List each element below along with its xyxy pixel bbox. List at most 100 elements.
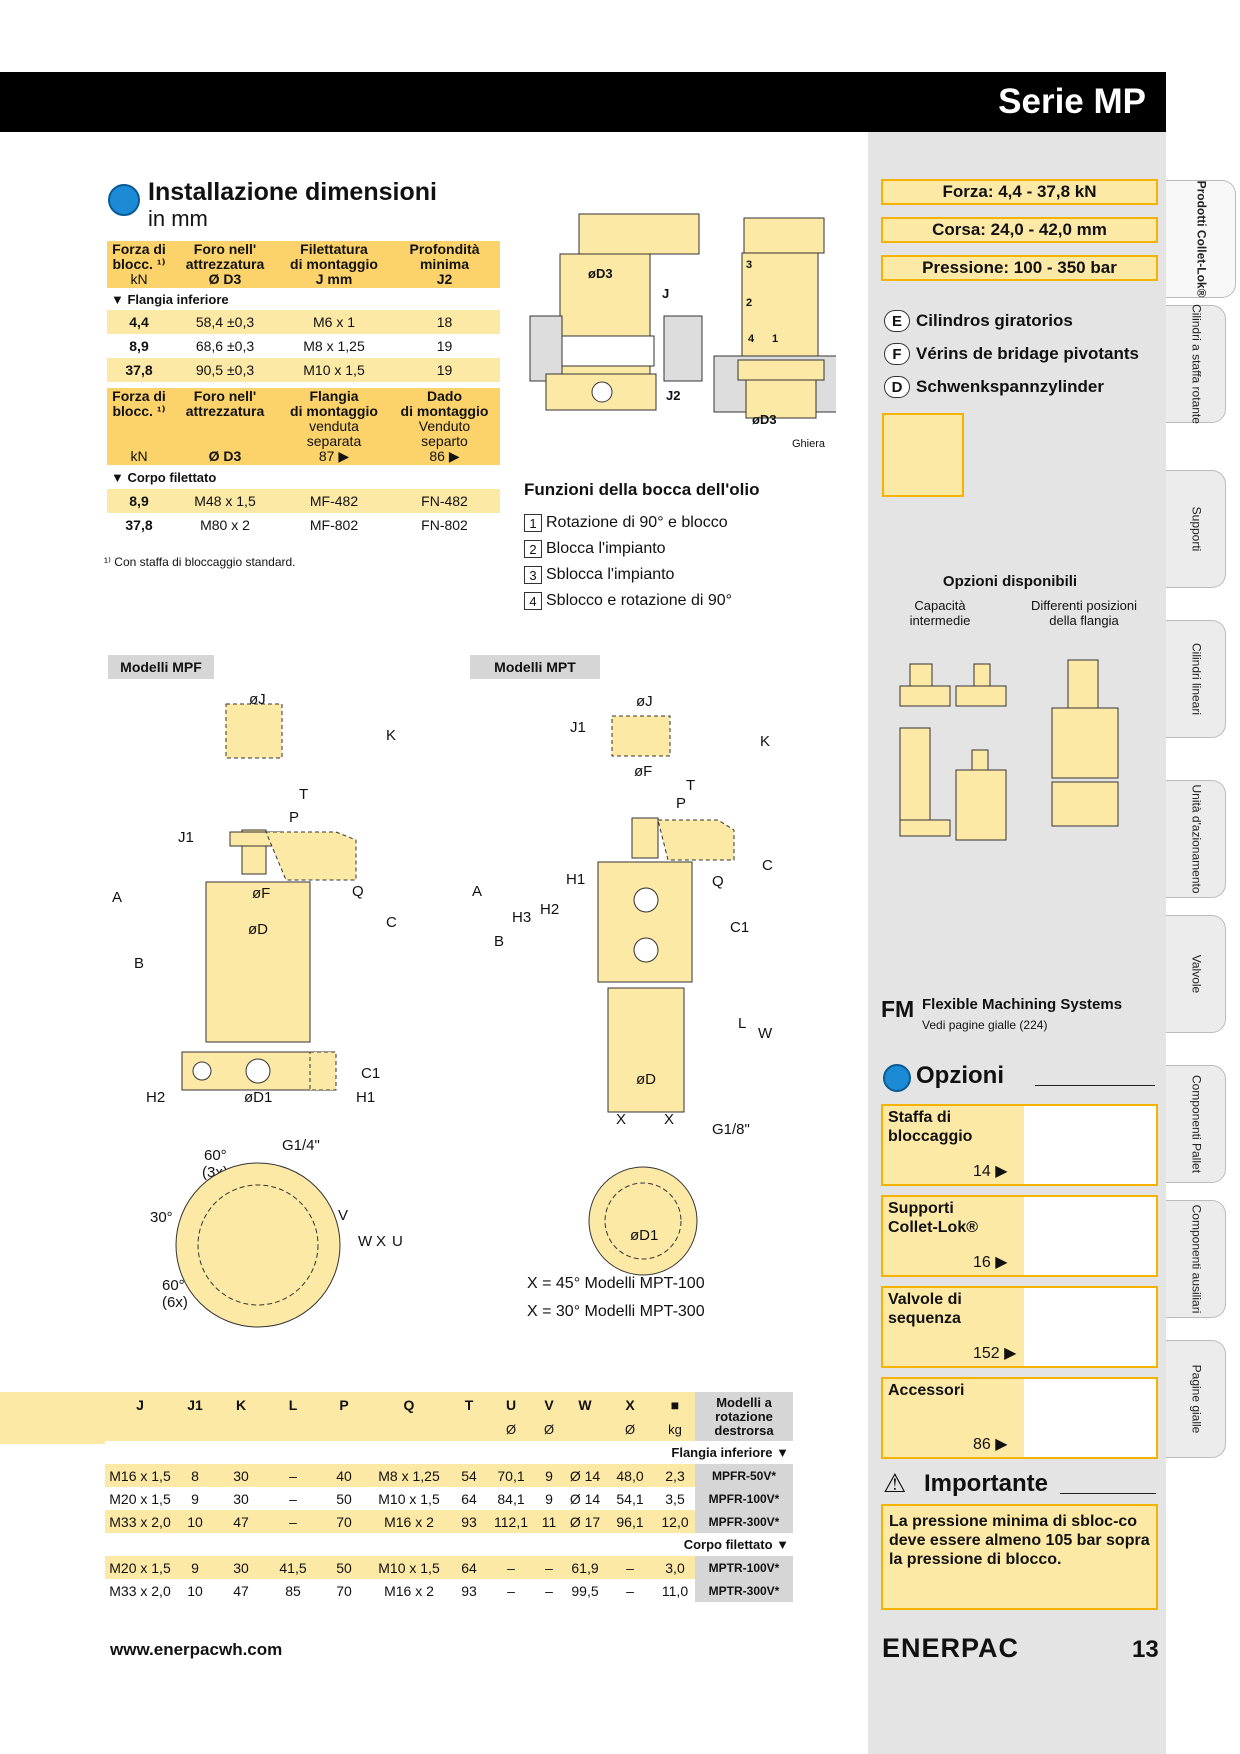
svg-text:øF: øF bbox=[252, 885, 270, 902]
fms-sub: Vedi pagine gialle (224) bbox=[922, 1018, 1048, 1032]
clamp-arm-image bbox=[1024, 1106, 1156, 1184]
svg-text:G1/4": G1/4" bbox=[282, 1137, 320, 1154]
support-image bbox=[1024, 1197, 1156, 1275]
svg-text:J2: J2 bbox=[666, 388, 680, 403]
install-diagram: øD3 J J2 øD3 Ghiera 3 2 4 1 bbox=[529, 213, 836, 450]
svg-text:3: 3 bbox=[746, 259, 752, 271]
svg-text:L: L bbox=[738, 1015, 746, 1032]
tab-valvole[interactable]: Valvole bbox=[1166, 915, 1226, 1033]
option-b: Differenti posizioni della flangia bbox=[1031, 598, 1137, 628]
opt-card-accessori[interactable]: Accessori 86 ▶ bbox=[881, 1377, 1158, 1459]
tab-supporti[interactable]: Supporti bbox=[1166, 470, 1226, 588]
svg-text:(6x): (6x) bbox=[162, 1294, 188, 1311]
svg-text:B: B bbox=[134, 955, 144, 972]
svg-text:Q: Q bbox=[352, 883, 364, 900]
x-note-1: X = 45° Modelli MPT-100 bbox=[527, 1275, 705, 1292]
footnote: ¹⁾ Con staffa di bloccaggio standard. bbox=[104, 555, 296, 569]
fms-logo: FM bbox=[881, 996, 915, 1022]
svg-text:W: W bbox=[758, 1025, 773, 1042]
svg-text:H3: H3 bbox=[512, 909, 531, 926]
svg-text:øD3: øD3 bbox=[752, 412, 777, 427]
tab-componenti-pallet[interactable]: Componenti Pallet bbox=[1166, 1065, 1226, 1183]
svg-text:T: T bbox=[299, 786, 308, 803]
svg-text:øD1: øD1 bbox=[244, 1089, 272, 1106]
svg-text:J1: J1 bbox=[178, 829, 194, 846]
svg-text:P: P bbox=[289, 809, 299, 826]
group-label: ▼ Corpo filettato bbox=[111, 469, 217, 485]
label-mpf: Modelli MPF bbox=[108, 655, 214, 679]
right-sidebar bbox=[868, 0, 1166, 1754]
section-title: Installazione dimensioni bbox=[148, 178, 437, 206]
svg-text:H2: H2 bbox=[146, 1089, 165, 1106]
series-title: Serie MP bbox=[998, 82, 1146, 121]
svg-text:øJ: øJ bbox=[249, 691, 266, 708]
svg-text:J1: J1 bbox=[570, 719, 586, 736]
group-label: ▼ Flangia inferiore bbox=[111, 291, 229, 307]
warning-icon: ⚠ bbox=[883, 1468, 907, 1498]
svg-text:øD: øD bbox=[636, 1071, 656, 1088]
svg-text:G1/8": G1/8" bbox=[712, 1121, 750, 1138]
accessory-image bbox=[1024, 1379, 1156, 1457]
label-mpt: Modelli MPT bbox=[470, 655, 600, 679]
svg-text:C1: C1 bbox=[730, 919, 749, 936]
tab-collet-lok[interactable]: Prodotti Collet-Lok® bbox=[1166, 180, 1236, 298]
svg-text:60°: 60° bbox=[204, 1147, 227, 1164]
svg-text:P: P bbox=[676, 795, 686, 812]
svg-text:1: 1 bbox=[772, 333, 778, 345]
footer-url[interactable]: www.enerpacwh.com bbox=[110, 1640, 283, 1659]
svg-text:X: X bbox=[616, 1111, 626, 1128]
svg-text:C: C bbox=[386, 914, 397, 931]
enerpac-logo: ENERPAC bbox=[882, 1633, 1020, 1663]
tab-componenti-ausiliari[interactable]: Componenti ausiliari bbox=[1166, 1200, 1226, 1318]
svg-text:øF: øF bbox=[634, 763, 652, 780]
svg-text:30°: 30° bbox=[150, 1209, 173, 1226]
svg-text:øD1: øD1 bbox=[630, 1227, 658, 1244]
tab-cilindri-staffa[interactable]: Cilindri a staffa rotante bbox=[1166, 304, 1226, 424]
svg-text:H1: H1 bbox=[566, 871, 585, 888]
svg-text:60°: 60° bbox=[162, 1277, 185, 1294]
svg-text:Ghiera: Ghiera bbox=[792, 438, 826, 450]
svg-text:H1: H1 bbox=[356, 1089, 375, 1106]
schematic-icon bbox=[882, 413, 964, 497]
spec-pressione: Pressione: 100 - 350 bar bbox=[881, 255, 1158, 281]
svg-text:2: 2 bbox=[746, 297, 752, 309]
spec-forza: Forza: 4,4 - 37,8 kN bbox=[881, 179, 1158, 205]
svg-text:B: B bbox=[494, 933, 504, 950]
svg-text:K: K bbox=[760, 733, 770, 750]
svg-text:A: A bbox=[112, 889, 122, 906]
important-title: Importante bbox=[924, 1470, 1049, 1497]
svg-text:A: A bbox=[472, 883, 482, 900]
group-label: Flangia inferiore ▼ bbox=[671, 1445, 789, 1460]
svg-text:X: X bbox=[664, 1111, 674, 1128]
fms-title: Flexible Machining Systems bbox=[922, 996, 1123, 1013]
svg-text:4: 4 bbox=[748, 333, 755, 345]
svg-text:øD3: øD3 bbox=[588, 266, 613, 281]
tab-pagine-gialle[interactable]: Pagine gialle bbox=[1166, 1340, 1226, 1458]
valve-image bbox=[1024, 1288, 1156, 1366]
option-a: Capacità intermedie bbox=[909, 598, 971, 628]
svg-text:T: T bbox=[686, 777, 695, 794]
tab-cilindri-lineari[interactable]: Cilindri lineari bbox=[1166, 620, 1226, 738]
svg-text:H2: H2 bbox=[540, 901, 559, 918]
tab-unita-azionamento[interactable]: Unità d'azionamento bbox=[1166, 780, 1226, 898]
page-number: 13 bbox=[1132, 1636, 1159, 1663]
